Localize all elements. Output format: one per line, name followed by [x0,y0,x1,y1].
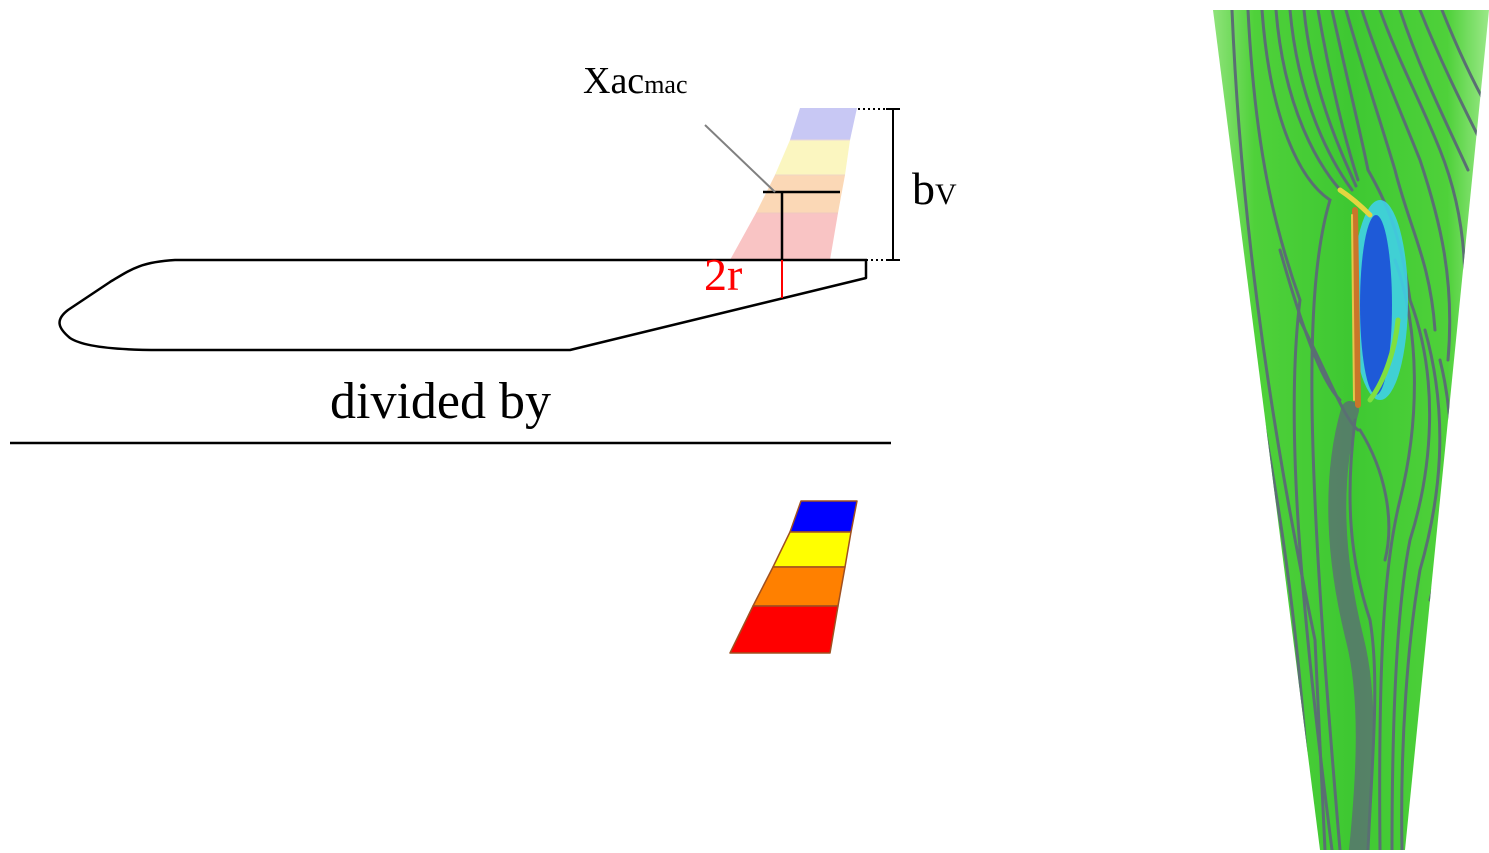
tail-segment-faded-bottom [730,213,838,260]
tail-segment-blue [789,500,858,533]
xac-leader-line [704,124,776,193]
cfd-wake [1328,401,1374,850]
cfd-tail-edge [1352,207,1361,408]
tail-segment-faded-2 [775,140,850,175]
span-subscript: V [935,178,957,211]
tail-segment-orange [752,566,846,607]
cfd-tail-edge-highlight [1351,214,1355,401]
cfd-flow-accent [1367,317,1401,403]
cfd-vortex-blue [1360,215,1392,395]
cfd-flow-visualization [1213,10,1489,850]
faded-vertical-tail [730,108,857,260]
vertical-tail-icon [729,500,858,654]
tail-segment-yellow [772,531,852,568]
divided-by-label: divided by [330,373,551,430]
tail-segment-faded-3 [756,175,845,213]
xac-subscript: mac [644,70,687,99]
radius-label: 2r [704,249,742,300]
tail-segment-faded-top [790,108,857,140]
tail-segment-red [729,605,839,654]
xac-label: Xacmac [583,60,688,102]
fuselage-outline [58,258,868,352]
cfd-flow-accent [1337,187,1373,218]
span-label: bV [912,163,957,214]
